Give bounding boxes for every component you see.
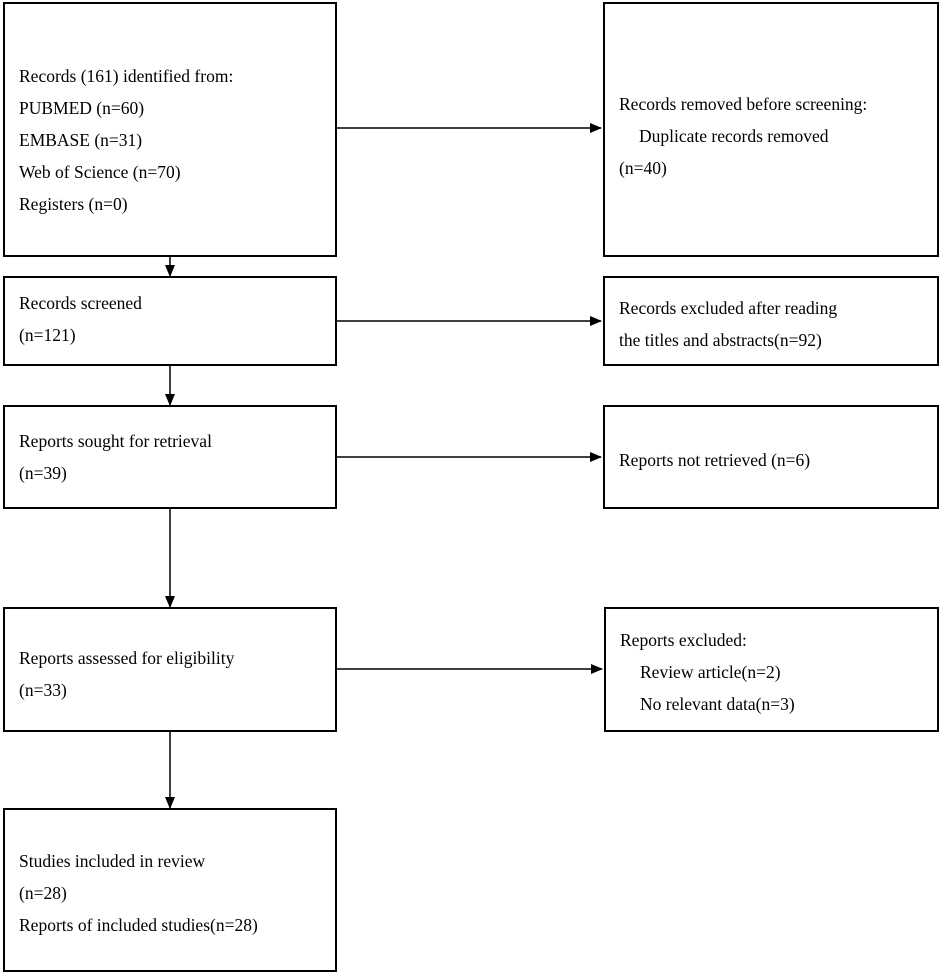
screened-title: Records screened <box>19 293 142 313</box>
retrieval-box: Reports sought for retrieval (n=39) <box>3 405 337 509</box>
removed-box: Records removed before screening: Duplic… <box>603 2 939 257</box>
included-box: Studies included in review (n=28) Report… <box>3 808 337 972</box>
reports-excluded-box: Reports excluded: Review article(n=2) No… <box>604 607 939 732</box>
not-retrieved-box: Reports not retrieved (n=6) <box>603 405 939 509</box>
retrieval-title: Reports sought for retrieval <box>19 431 212 451</box>
eligibility-box: Reports assessed for eligibility (n=33) <box>3 607 337 732</box>
retrieval-count: (n=39) <box>19 463 67 483</box>
included-title: Studies included in review <box>19 851 206 871</box>
included-reports: Reports of included studies(n=28) <box>19 915 258 935</box>
reports-excluded-title: Reports excluded: <box>620 630 747 650</box>
excluded-screening-box: Records excluded after reading the title… <box>603 276 939 366</box>
source-pubmed: PUBMED (n=60) <box>19 98 145 118</box>
included-count: (n=28) <box>19 883 67 903</box>
reason-no-relevant-data: No relevant data(n=3) <box>640 694 795 714</box>
reason-review-article: Review article(n=2) <box>640 662 781 682</box>
identification-box: Records (161) identified from: PUBMED (n… <box>3 2 337 257</box>
source-embase: EMBASE (n=31) <box>19 130 143 150</box>
eligibility-title: Reports assessed for eligibility <box>19 648 235 668</box>
source-web-of-science: Web of Science (n=70) <box>19 162 181 182</box>
removed-title: Records removed before screening: <box>619 94 868 114</box>
screened-count: (n=121) <box>19 325 76 345</box>
not-retrieved-title: Reports not retrieved (n=6) <box>619 450 811 470</box>
excluded-screening-line1: Records excluded after reading <box>619 298 838 318</box>
removed-item: Duplicate records removed <box>639 126 829 146</box>
eligibility-count: (n=33) <box>19 680 67 700</box>
excluded-screening-line2: the titles and abstracts(n=92) <box>619 330 822 350</box>
screened-box: Records screened (n=121) <box>3 276 337 366</box>
source-registers: Registers (n=0) <box>19 194 128 214</box>
identification-header: Records (161) identified from: <box>19 66 234 86</box>
removed-count: (n=40) <box>619 158 667 178</box>
